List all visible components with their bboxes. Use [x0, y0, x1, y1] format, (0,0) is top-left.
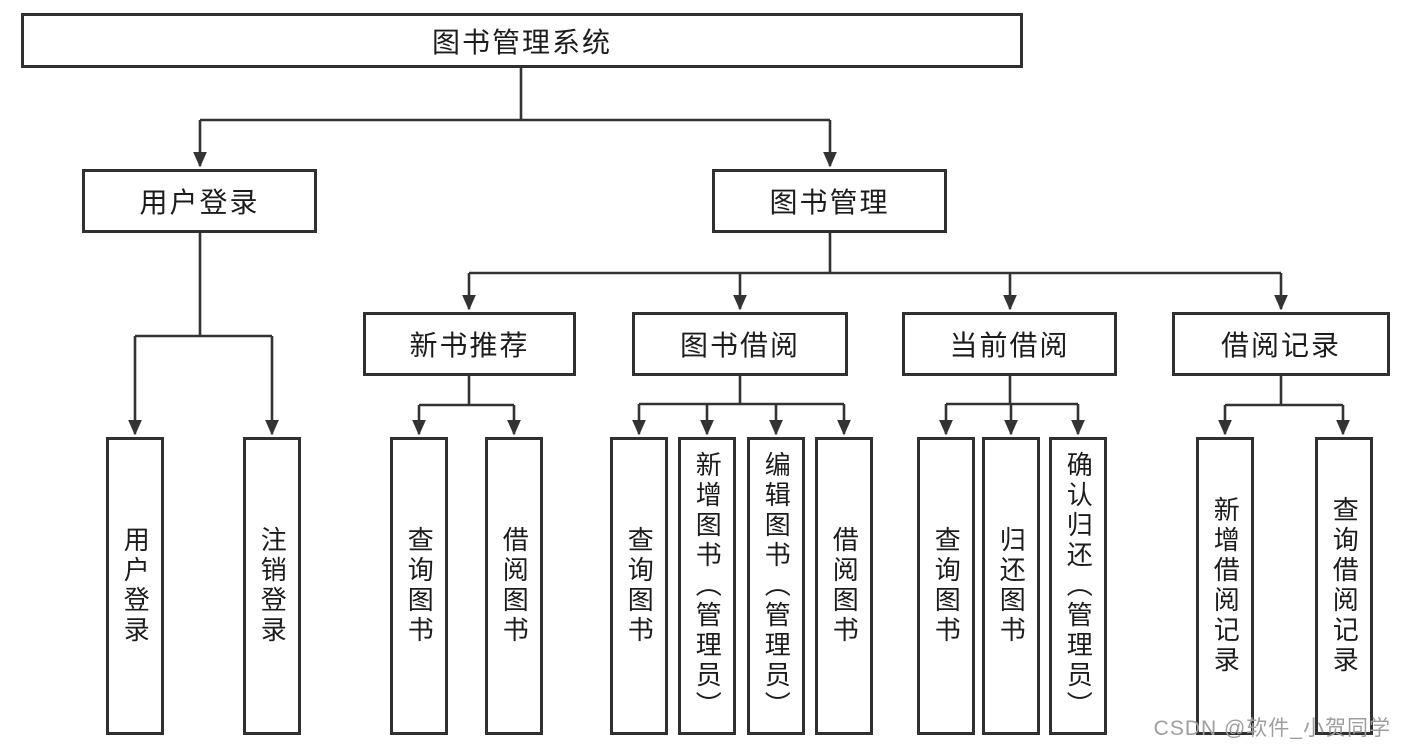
node-br-add-record-label: 新增借阅记录 [1210, 496, 1241, 676]
node-bb-edit-books-admin-label: 编辑图书（管理员） [761, 451, 792, 721]
node-user-login: 用户登录 [82, 169, 317, 233]
node-bb-add-books-admin-label: 新增图书（管理员） [692, 451, 723, 721]
node-cb-confirm-return-admin-label: 确认归还（管理员） [1063, 451, 1094, 721]
node-cb-confirm-return-admin: 确认归还（管理员） [1049, 437, 1107, 735]
node-leaf-user-login-label: 用户登录 [120, 526, 151, 646]
node-current-borrow: 当前借阅 [902, 312, 1117, 376]
node-root-label: 图书管理系统 [431, 26, 612, 58]
node-leaf-logout: 注销登录 [243, 437, 301, 735]
node-cb-return-books-label: 归还图书 [996, 526, 1027, 646]
node-cb-query-books-label: 查询图书 [931, 526, 962, 646]
node-br-add-record: 新增借阅记录 [1196, 437, 1254, 735]
node-leaf-logout-label: 注销登录 [257, 526, 288, 646]
node-book-management-label: 图书管理 [769, 187, 890, 218]
node-borrow-records-label: 借阅记录 [1220, 330, 1341, 361]
node-current-borrow-label: 当前借阅 [949, 330, 1070, 361]
node-new-book-recommend: 新书推荐 [363, 312, 576, 376]
node-cb-query-books: 查询图书 [917, 437, 975, 735]
node-book-borrow-label: 图书借阅 [679, 330, 800, 361]
node-user-login-label: 用户登录 [139, 187, 260, 218]
node-new-book-recommend-label: 新书推荐 [409, 330, 530, 361]
node-book-borrow: 图书借阅 [632, 312, 848, 376]
node-nbr-borrow-books-label: 借阅图书 [499, 526, 530, 646]
node-br-query-record: 查询借阅记录 [1315, 437, 1373, 735]
node-br-query-record-label: 查询借阅记录 [1329, 496, 1360, 676]
node-bb-edit-books-admin: 编辑图书（管理员） [747, 437, 805, 735]
node-bb-borrow-books: 借阅图书 [815, 437, 873, 735]
node-bb-borrow-books-label: 借阅图书 [829, 526, 860, 646]
node-cb-return-books: 归还图书 [982, 437, 1040, 735]
node-bb-query-books: 查询图书 [610, 437, 668, 735]
node-leaf-user-login: 用户登录 [106, 437, 164, 735]
node-nbr-query-books-label: 查询图书 [404, 526, 435, 646]
node-bb-add-books-admin: 新增图书（管理员） [678, 437, 736, 735]
node-book-management: 图书管理 [712, 169, 947, 233]
watermark: CSDN @软件_小贺同学 [1153, 717, 1391, 740]
node-nbr-query-books: 查询图书 [390, 437, 448, 735]
node-nbr-borrow-books: 借阅图书 [485, 437, 543, 735]
node-borrow-records: 借阅记录 [1172, 312, 1390, 376]
node-bb-query-books-label: 查询图书 [624, 526, 655, 646]
node-root: 图书管理系统 [21, 13, 1023, 68]
